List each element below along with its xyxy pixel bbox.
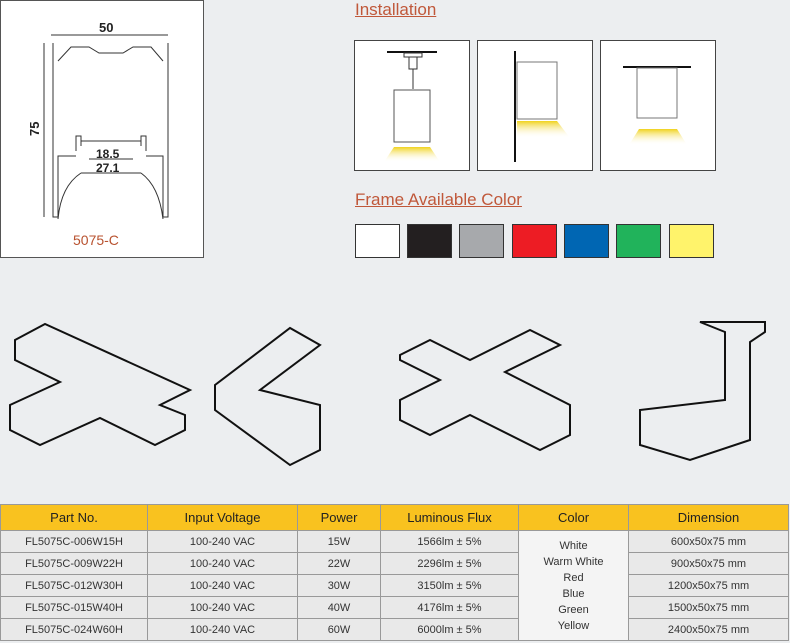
color-option: Yellow <box>557 619 590 632</box>
cell: 6000lm ± 5% <box>380 618 519 641</box>
installation-heading: Installation <box>355 0 437 19</box>
swatch-green <box>616 224 661 258</box>
header-flux: Luminous Flux <box>380 504 519 531</box>
cell: 2400x50x75 mm <box>628 618 789 641</box>
color-option: Red <box>563 571 584 584</box>
color-option: White <box>559 539 588 552</box>
cell: FL5075C-009W22H <box>0 552 148 575</box>
cell: 100-240 VAC <box>147 618 298 641</box>
swatch-blue <box>564 224 609 258</box>
color-option: Green <box>558 603 589 616</box>
cell: 2296lm ± 5% <box>380 552 519 575</box>
width-dimension: 50 <box>99 20 113 35</box>
cell: 100-240 VAC <box>147 596 298 619</box>
cell: 1566lm ± 5% <box>380 530 519 553</box>
surface-mount-icon <box>600 40 716 171</box>
cell: FL5075C-015W40H <box>0 596 148 619</box>
color-option: Blue <box>562 587 585 600</box>
cell: 30W <box>297 574 381 597</box>
inner-dimension-1: 18.5 <box>96 147 120 161</box>
header-power: Power <box>297 504 381 531</box>
swatch-black <box>407 224 452 258</box>
pendant-icon <box>354 40 470 171</box>
wall-mount-icon <box>477 40 593 171</box>
cell: FL5075C-024W60H <box>0 618 148 641</box>
swatch-yellow <box>669 224 714 258</box>
cell: 100-240 VAC <box>147 552 298 575</box>
header-dimension: Dimension <box>628 504 789 531</box>
cell: 22W <box>297 552 381 575</box>
cell: FL5075C-012W30H <box>0 574 148 597</box>
cell: 600x50x75 mm <box>628 530 789 553</box>
swatch-red <box>512 224 557 258</box>
profile-drawing: 50 75 18.5 27.1 5075-C <box>0 0 204 258</box>
profile-cross-section-icon: 50 75 18.5 27.1 5075-C <box>27 20 169 248</box>
cell: 60W <box>297 618 381 641</box>
header-voltage: Input Voltage <box>147 504 298 531</box>
frame-color-heading: Frame Available Color <box>355 190 522 209</box>
spec-table: Part No. Input Voltage Power Luminous Fl… <box>0 504 789 641</box>
cell: 3150lm ± 5% <box>380 574 519 597</box>
cell: 4176lm ± 5% <box>380 596 519 619</box>
connectors-illustration <box>9 321 766 467</box>
cell: 1500x50x75 mm <box>628 596 789 619</box>
cell: 100-240 VAC <box>147 530 298 553</box>
vertical-l-connector-icon <box>639 321 766 462</box>
l-connector-icon <box>214 326 322 467</box>
swatch-white <box>355 224 400 258</box>
header-part-no: Part No. <box>0 504 148 531</box>
cell: 900x50x75 mm <box>628 552 789 575</box>
table-header: Part No. Input Voltage Power Luminous Fl… <box>0 504 789 531</box>
swatch-grey <box>459 224 504 258</box>
height-dimension: 75 <box>27 122 42 136</box>
color-option: Warm White <box>543 555 604 568</box>
cell: 40W <box>297 596 381 619</box>
inner-dimension-2: 27.1 <box>96 161 120 175</box>
x-connector-icon <box>399 328 571 452</box>
cell: 15W <box>297 530 381 553</box>
t-connector-icon <box>9 322 193 447</box>
cell: FL5075C-006W15H <box>0 530 148 553</box>
cell: 100-240 VAC <box>147 574 298 597</box>
model-label: 5075-C <box>73 232 119 248</box>
cell: 1200x50x75 mm <box>628 574 789 597</box>
header-color: Color <box>518 504 629 531</box>
